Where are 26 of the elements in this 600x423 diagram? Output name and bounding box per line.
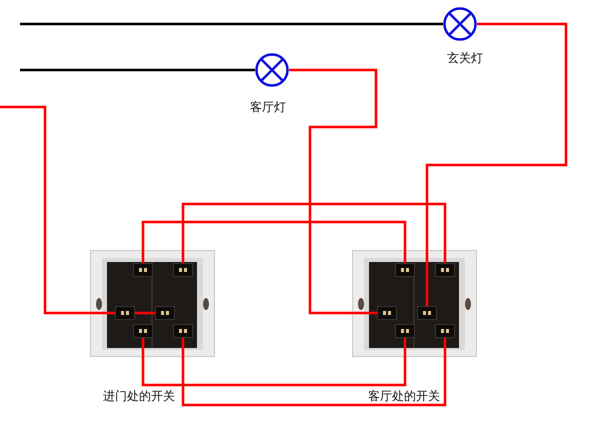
terminal-socket bbox=[115, 306, 135, 320]
wire bbox=[0, 106, 115, 314]
wire bbox=[142, 220, 406, 263]
wire bbox=[20, 68, 255, 72]
wire bbox=[135, 312, 155, 314]
wire bbox=[426, 22, 568, 306]
terminal-socket bbox=[155, 306, 175, 320]
terminal-socket bbox=[377, 306, 397, 320]
terminal-socket bbox=[395, 324, 415, 338]
lamp-label: 客厅灯 bbox=[250, 100, 286, 114]
wire bbox=[289, 68, 378, 314]
wire bbox=[182, 338, 446, 406]
wire bbox=[20, 22, 443, 26]
wire bbox=[142, 338, 406, 386]
switch-label: 进门处的开关 bbox=[103, 389, 175, 403]
wire bbox=[182, 202, 446, 263]
terminal-socket bbox=[417, 306, 437, 320]
terminal-socket bbox=[435, 263, 455, 277]
terminal-socket bbox=[173, 263, 193, 277]
switch-label: 客厅处的开关 bbox=[368, 389, 440, 403]
terminal-socket bbox=[435, 324, 455, 338]
terminal-socket bbox=[133, 324, 153, 338]
terminal-socket bbox=[395, 263, 415, 277]
lamp-label: 玄关灯 bbox=[447, 51, 483, 65]
terminal-socket bbox=[133, 263, 153, 277]
terminal-socket bbox=[173, 324, 193, 338]
